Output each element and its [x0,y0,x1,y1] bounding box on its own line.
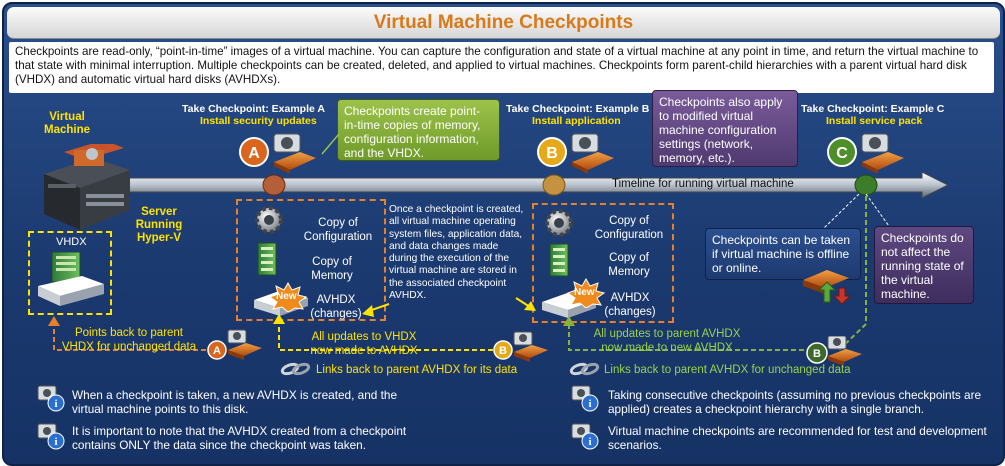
purple-right-callout: Checkpoints do not affect the running st… [874,226,974,304]
checkpoint-a-subtitle: Install security updates [200,115,317,127]
svg-text:A: A [213,345,221,357]
checkpoint-a-mini-icon: A [207,329,262,360]
green-callout: Checkpoints create point-in-time copies … [337,99,500,161]
info-icon-4: i [571,423,599,450]
checkpoint-b-mini-icon: B [493,331,548,362]
info-icon-2: i [37,423,65,450]
points-back-label: Points back to parent VHDX for unchanged… [61,327,197,353]
checkpoint-marker-c [854,174,878,196]
vhdx-box [28,231,112,315]
blue-mid-callout: Checkpoints can be taken if virtual mach… [705,228,861,280]
svg-text:i: i [54,436,57,448]
avhdx-label-b: AVHDX (changes) [604,292,656,318]
new-badge-b [566,278,606,308]
svg-text:i: i [588,436,591,448]
checkpoint-b-subtitle: Install application [532,115,621,127]
checkpoint-marker-a [262,174,286,196]
svg-text:i: i [588,398,591,410]
checkpoint-c-group: C [827,133,904,174]
checkpoint-marker-b [542,174,566,196]
checkpoint-c-subtitle: Install service pack [826,115,923,127]
updates-avhdx-label: All updates to parent AVHDX now made to … [593,328,741,354]
chain-icon-2 [569,362,600,376]
intro-paragraph: Checkpoints are read-only, “point-in-tim… [9,42,994,93]
page-title: Virtual Machine Checkpoints [373,12,634,33]
info-icon-3: i [571,385,599,412]
copy-memory-label-b: Copy of Memory [608,252,650,278]
virtual-machine-label: Virtual Machine [43,111,90,136]
server-label: Server Running Hyper-V [135,206,183,244]
copy-memory-label-a: Copy of Memory [311,256,353,282]
chain-icon [280,362,311,376]
checkpoint-b-group: B [537,133,614,174]
memory-icon [257,242,277,276]
svg-text:B: B [813,348,821,360]
middle-explanation: Once a checkpoint is created, all virtua… [389,204,524,302]
svg-text:i: i [54,398,57,410]
new-badge-text-a: New [276,291,297,302]
purple-top-callout: Checkpoints also apply to modified virtu… [652,90,798,167]
checkpoint-b-letter: B [546,145,558,162]
timeline-arrow [122,172,950,198]
checkpoint-a-letter: A [248,145,260,162]
info-icon: i [37,385,65,412]
connector-lines [48,196,867,351]
callout-connectors [321,133,890,229]
checkpoint-a-title: Take Checkpoint: Example A [182,103,325,115]
note-2: It is important to note that the AVHDX c… [72,424,407,452]
timeline-label: Timeline for running virtual machine [612,178,794,190]
new-badge-text-b: New [574,287,595,298]
server-icon [44,144,130,230]
copy-config-label-a: Copy of Configuration [303,217,373,243]
checkpoint-a-box [236,199,386,321]
note-3: Taking consecutive checkpoints (assuming… [608,388,982,416]
checkpoint-c-letter: C [836,145,848,162]
copy-config-label-b: Copy of Configuration [594,215,664,241]
gear-icon [255,206,283,234]
note-1: When a checkpoint is taken, a new AVHDX … [72,388,398,416]
disk-icon [38,252,104,306]
links-unchanged-label: Links back to parent AVHDX for unchanged… [604,364,851,376]
updates-vhdx-label: All updates to VHDX now made to AVHDX [310,331,418,357]
svg-text:B: B [499,345,507,357]
checkpoint-b-mini-icon-2: B [806,336,862,366]
up-down-arrows-icon [803,270,852,305]
checkpoint-a-group: A [239,133,316,174]
links-back-label: Links back to parent AVHDX for its data [316,364,518,376]
vhdx-label: VHDX [56,236,87,248]
avhdx-label-a: AVHDX (changes) [310,294,362,320]
checkpoint-b-title: Take Checkpoint: Example B [506,103,650,115]
new-badge-a [268,282,308,312]
checkpoint-c-title: Take Checkpoint: Example C [801,103,945,115]
checkpoint-b-box [532,203,674,323]
gear-icon-b [545,209,573,237]
note-4: Virtual machine checkpoints are recommen… [608,424,987,452]
memory-icon-b [549,243,569,277]
title-bar: Virtual Machine Checkpoints [7,7,1000,39]
